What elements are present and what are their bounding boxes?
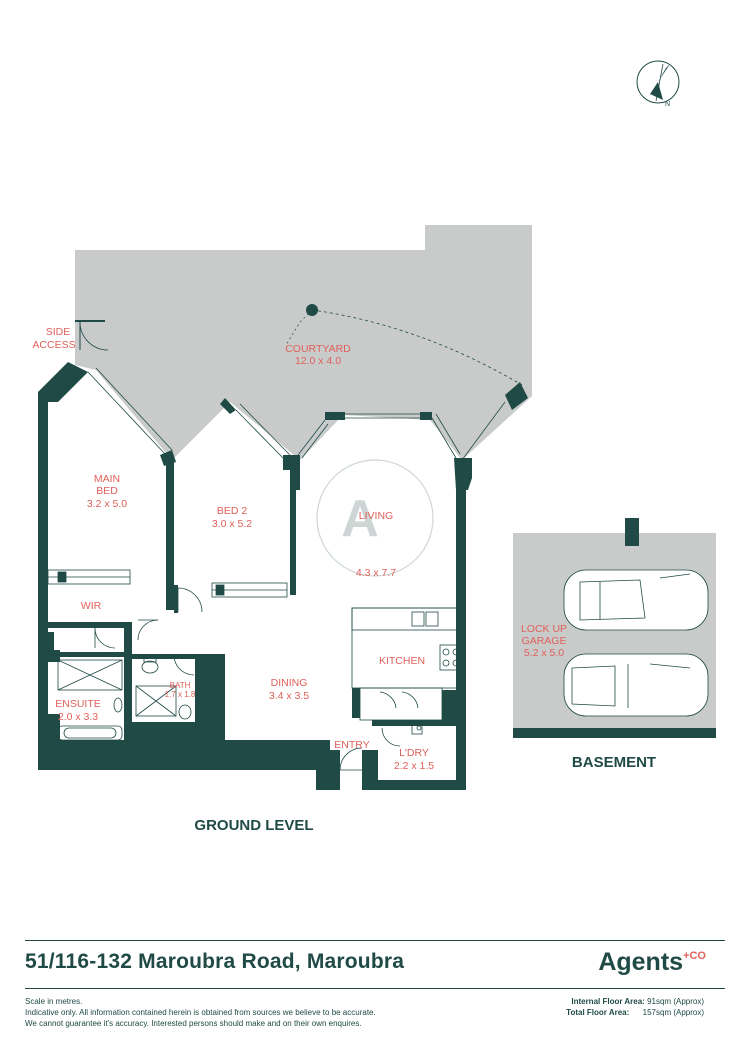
car-top [563,569,709,631]
label-main-bed: BED [96,485,118,497]
footer-divider-2 [25,988,725,989]
total-area-label: Total Floor Area: [566,1008,630,1017]
doors [94,587,419,771]
label-wir: WIR [81,600,102,612]
label-bath-size: 1.7 x 1.8 [165,690,196,699]
floor-plan: A N SIDE ACCESS COURTYARD 12.0 x 4.0 M [32,60,716,834]
label-garage-size: 5.2 x 5.0 [524,647,564,659]
footer-divider [25,940,725,941]
label-main: MAIN [94,473,120,485]
label-courtyard: COURTYARD [285,343,351,355]
label-entry: ENTRY [334,739,369,751]
label-side-access-2: ACCESS [32,339,75,351]
label-living: LIVING [359,510,393,522]
label-dining: DINING [271,677,308,689]
caption-basement: BASEMENT [572,754,656,771]
caption-ground-level: GROUND LEVEL [194,817,313,834]
property-address: 51/116-132 Maroubra Road, Maroubra [25,950,405,973]
courtyard-area [75,225,532,460]
bathroom-fittings [57,655,423,741]
label-courtyard-size: 12.0 x 4.0 [295,355,341,367]
label-bed2: BED 2 [217,505,248,517]
brand-logo: Agents+CO [598,948,706,977]
label-garage-2: GARAGE [522,635,567,647]
label-ensuite-size: 2.0 x 3.3 [58,711,98,723]
courtyard-pivot [306,304,318,316]
label-ldry-size: 2.2 x 1.5 [394,760,434,772]
windows [87,367,506,461]
courtyard-arc [311,309,523,386]
label-main-bed-size: 3.2 x 5.0 [87,498,127,510]
label-ldry: L'DRY [399,747,429,759]
internal-area-label: Internal Floor Area: [571,997,645,1006]
label-bath: BATH [170,681,191,690]
basement [513,518,716,738]
disclaimer-line: We cannot guarantee it's accuracy. Inter… [25,1019,362,1028]
compass: N [636,60,680,108]
car-bottom [563,653,709,717]
label-ensuite: ENSUITE [55,698,101,710]
label-dining-size: 3.4 x 3.5 [269,690,309,702]
disclaimer: Scale in metres. Indicative only. All in… [25,996,376,1029]
watermark: A [316,459,434,577]
disclaimer-line: Scale in metres. [25,997,83,1006]
label-garage-1: LOCK UP [521,623,567,635]
disclaimer-line: Indicative only. All information contain… [25,1008,376,1017]
kitchen-fittings [351,607,463,721]
joinery [47,569,288,735]
label-kitchen: KITCHEN [379,655,425,667]
brand-sup: +CO [683,950,706,962]
label-side-access-1: SIDE [46,326,71,338]
brand-name: Agents [598,948,684,976]
compass-n: N [665,101,670,108]
internal-area-value: 91sqm (Approx) [647,997,704,1006]
walls [38,362,528,790]
floor-areas: Internal Floor Area: 91sqm (Approx) Tota… [566,996,704,1018]
label-living-size: 4.3 x 7.7 [356,567,396,579]
total-area-value: 157sqm (Approx) [642,1008,704,1017]
label-bed2-size: 3.0 x 5.2 [212,518,252,530]
watermark-letter: A [341,490,379,548]
